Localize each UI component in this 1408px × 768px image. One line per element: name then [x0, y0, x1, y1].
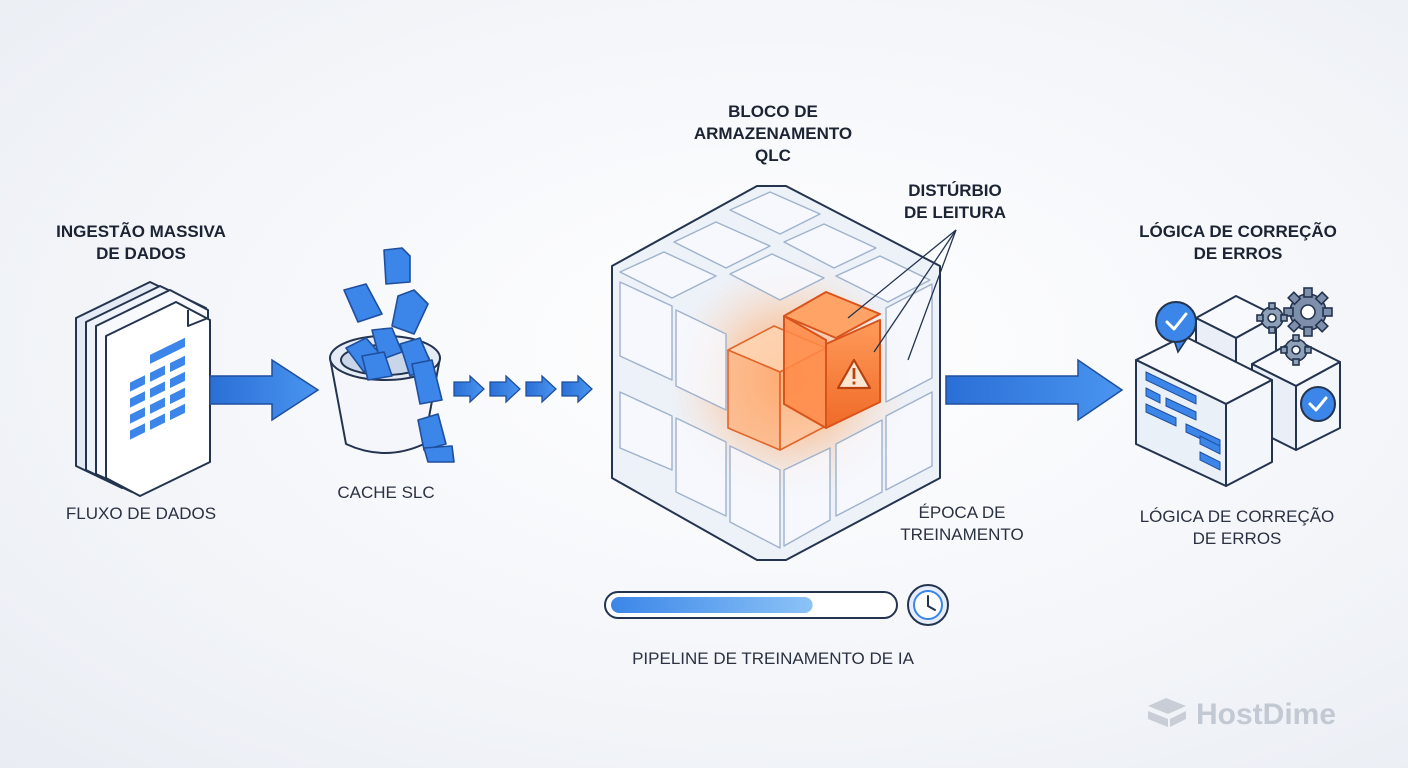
ecc-data-bars [1145, 371, 1221, 471]
ingest-stage: INGESTÃO MASSIVA DE DADOS [56, 221, 226, 523]
cache-stage: CACHE SLC [329, 247, 455, 502]
disturb-callout-lines [847, 229, 957, 361]
warning-icon [836, 358, 872, 390]
cube-grid-icon [611, 185, 957, 561]
ecc-label-line1: LÓGICA DE CORREÇÃO [1140, 507, 1335, 526]
brand-name: HostDime [1196, 698, 1336, 731]
check-icon-secondary [1300, 386, 1336, 422]
epoch-label-line1: ÉPOCA DE [919, 503, 1006, 522]
small-arrows [453, 374, 593, 404]
arrow-block-to-ecc [945, 358, 1124, 422]
gear-icon [1256, 287, 1333, 366]
pipeline-progress-fill [611, 597, 813, 613]
ecc-stage: LÓGICA DE CORREÇÃO DE ERROS [1135, 221, 1341, 548]
cache-label: CACHE SLC [337, 483, 434, 502]
ecc-title-line1: LÓGICA DE CORREÇÃO [1139, 221, 1337, 241]
file-icons [343, 247, 455, 463]
clock-icon [907, 584, 949, 626]
ingest-title-line1: INGESTÃO MASSIVA [56, 221, 226, 241]
block-stage: BLOCO DE ARMAZENAMENTO QLC [611, 102, 1024, 561]
block-title-line2: ARMAZENAMENTO [694, 124, 852, 143]
hostdime-logo-icon [1148, 698, 1186, 727]
epoch-label-line2: TREINAMENTO [900, 525, 1023, 544]
block-title-line1: BLOCO DE [728, 102, 818, 121]
ingest-label: FLUXO DE DADOS [66, 504, 216, 523]
arrow-ingest-to-cache [209, 358, 320, 422]
ecc-title-line2: DE ERROS [1194, 244, 1283, 263]
block-title-line3: QLC [755, 146, 791, 165]
ingest-title-line2: DE DADOS [96, 244, 186, 263]
pipeline-label: PIPELINE DE TREINAMENTO DE IA [632, 649, 914, 668]
disturb-title-line2: DE LEITURA [904, 203, 1006, 222]
disturb-title-line1: DISTÚRBIO [908, 181, 1002, 200]
check-icon [1155, 301, 1197, 354]
document-icon [75, 281, 211, 497]
ecc-label-line2: DE ERROS [1193, 529, 1282, 548]
brand: HostDime [1148, 698, 1336, 731]
pipeline-progress: PIPELINE DE TREINAMENTO DE IA [604, 584, 949, 668]
